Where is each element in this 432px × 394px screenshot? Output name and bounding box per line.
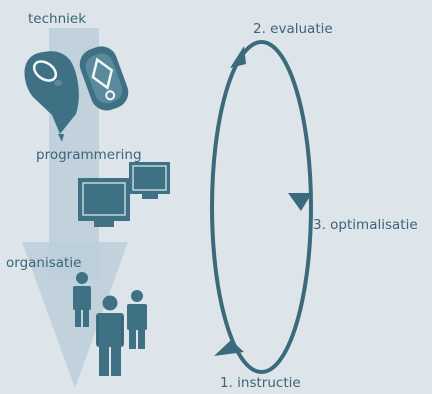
label-techniek: techniek — [28, 11, 87, 27]
remote-controls-icon — [24, 46, 129, 142]
label-evaluatie: 2. evaluatie — [253, 21, 333, 37]
label-programmering: programmering — [36, 147, 142, 163]
people-icon — [73, 272, 147, 376]
label-optimalisatie: 3. optimalisatie — [313, 217, 418, 233]
label-organisatie: organisatie — [6, 255, 82, 271]
label-instructie: 1. instructie — [220, 375, 301, 391]
arrowhead-instructie — [214, 340, 244, 356]
monitors-icon — [78, 162, 170, 227]
arrowhead-optimalisatie — [288, 193, 312, 211]
arrowhead-evaluatie — [230, 46, 246, 68]
cycle-loop — [210, 40, 313, 374]
